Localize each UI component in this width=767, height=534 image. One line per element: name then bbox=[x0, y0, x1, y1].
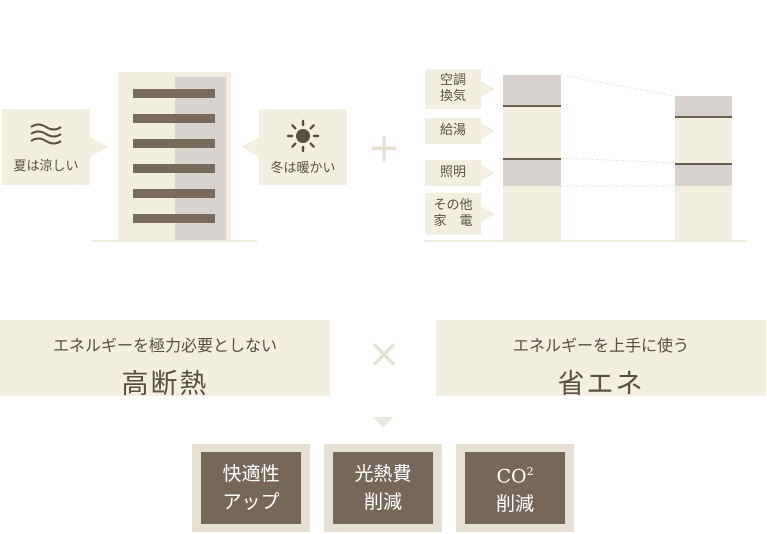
category-label-hot-water: 給湯 bbox=[425, 118, 481, 144]
floor-bar bbox=[133, 164, 215, 173]
label-arrow bbox=[481, 165, 495, 181]
segment-lighting bbox=[675, 164, 732, 186]
energy-saving-subtitle: エネルギーを上手に使う bbox=[512, 336, 689, 355]
warm-callout: 冬は暖かい bbox=[259, 109, 347, 185]
warm-label: 冬は暖かい bbox=[270, 160, 336, 176]
segment-air-conditioning bbox=[675, 96, 732, 116]
result-line: 快適性 bbox=[222, 463, 280, 485]
energy-saving-panel: エネルギーを上手に使う 省エネ bbox=[436, 320, 766, 400]
divider-line bbox=[503, 105, 561, 107]
divider-line bbox=[503, 158, 561, 160]
cool-callout-arrow bbox=[90, 137, 108, 157]
segment-air-conditioning bbox=[503, 75, 561, 105]
down-arrow-icon bbox=[373, 417, 393, 428]
result-line: アップ bbox=[222, 491, 280, 513]
result-line: CO2 bbox=[496, 464, 534, 488]
floor-bar bbox=[133, 114, 215, 123]
label-arrow bbox=[481, 123, 495, 139]
cool-callout: 夏は涼しい bbox=[2, 109, 90, 185]
dashed-connectors bbox=[561, 74, 675, 187]
floor-bar bbox=[133, 139, 215, 148]
category-label-air-conditioning: 空調 換気 bbox=[425, 69, 481, 109]
energy-saving-title: 省エネ bbox=[557, 369, 645, 400]
warm-callout-arrow bbox=[241, 137, 259, 157]
segment-lighting bbox=[503, 159, 561, 186]
sun-icon bbox=[286, 119, 320, 152]
building-shade bbox=[175, 77, 226, 240]
result-tile-co2: CO2 削減 bbox=[456, 444, 574, 532]
divider-line bbox=[675, 116, 732, 118]
times-sign: × bbox=[367, 331, 401, 377]
result-line: 光熱費 bbox=[354, 463, 412, 485]
category-label-other-appliances: その他 家 電 bbox=[425, 193, 481, 235]
floor-bar bbox=[133, 189, 215, 198]
floor-bar bbox=[133, 214, 215, 223]
result-tile-comfort: 快適性 アップ bbox=[192, 444, 310, 532]
high-insulation-title: 高断熱 bbox=[121, 369, 209, 400]
high-insulation-panel: エネルギーを極力必要としない 高断熱 bbox=[0, 320, 330, 400]
cool-label: 夏は涼しい bbox=[13, 158, 79, 174]
result-line: 削減 bbox=[363, 491, 402, 513]
plus-sign: + bbox=[367, 125, 401, 171]
label-arrow bbox=[481, 81, 495, 97]
result-line: 削減 bbox=[495, 493, 534, 516]
ground-line-right bbox=[425, 240, 747, 242]
high-insulation-subtitle: エネルギーを極力必要としない bbox=[52, 336, 277, 355]
result-tile-utility-cost: 光熱費 削減 bbox=[324, 444, 442, 532]
floor-bar bbox=[133, 89, 215, 98]
ground-line-left bbox=[92, 240, 257, 242]
divider-line bbox=[675, 163, 732, 165]
category-label-lighting: 照明 bbox=[425, 160, 481, 186]
label-arrow bbox=[481, 206, 495, 222]
wind-wave-icon bbox=[30, 123, 62, 144]
